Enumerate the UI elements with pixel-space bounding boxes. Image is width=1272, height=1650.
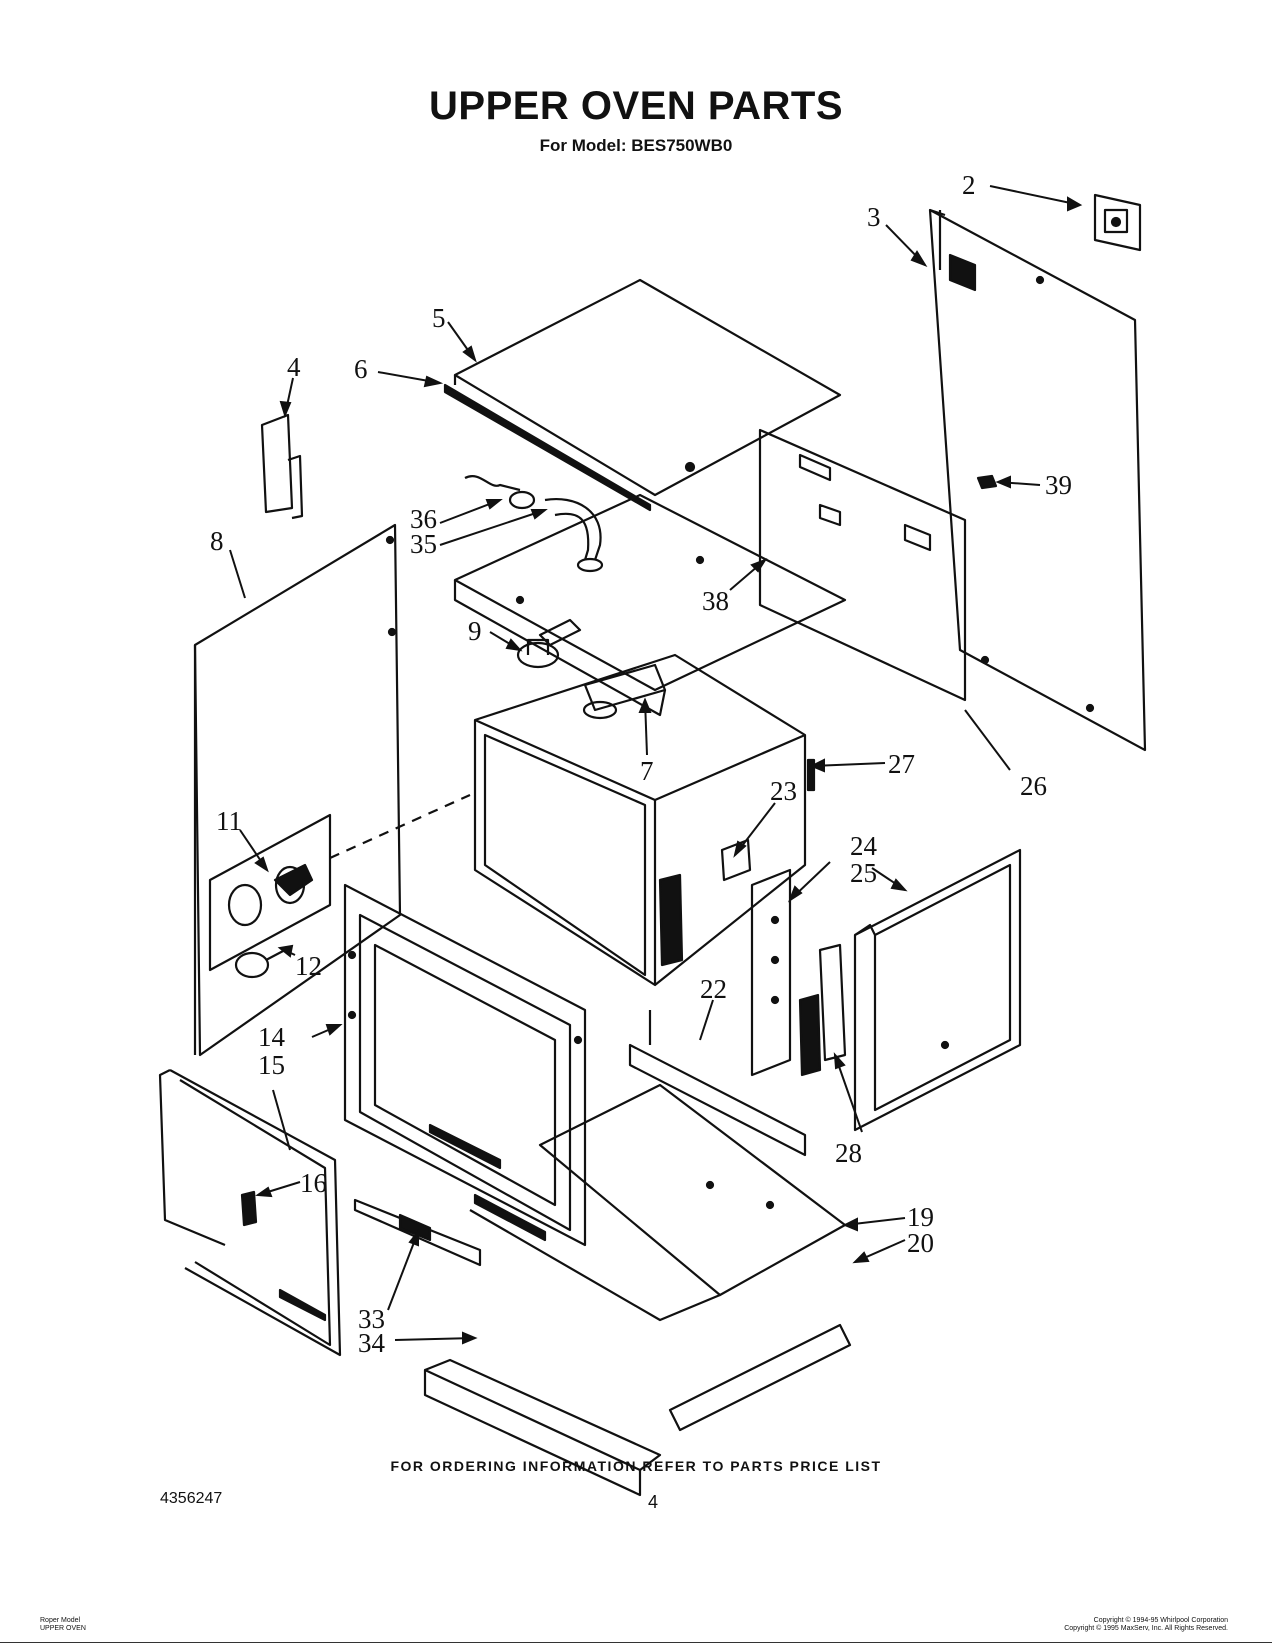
part-3-rear-panel	[928, 208, 1147, 752]
bottom-rule	[0, 1642, 1272, 1643]
callout-4: 4	[287, 352, 301, 382]
callout-15: 15	[258, 1050, 285, 1080]
part-24-hinge-bracket	[750, 868, 792, 1077]
part-15-gasket	[158, 1069, 342, 1357]
callout-34: 34	[358, 1328, 386, 1358]
footer-right-line2: Copyright © 1995 MaxServ, Inc. All Right…	[1064, 1625, 1228, 1632]
callout-25: 25	[850, 858, 877, 888]
callout-5: 5	[432, 303, 446, 333]
callout-23: 23	[770, 776, 797, 806]
footer-left-line2: UPPER OVEN	[40, 1625, 86, 1632]
callout-numbers: 2 3 4 5 6 7 8 9 11 12 14 15 16 19 20 22 …	[210, 170, 1072, 1358]
callout-26: 26	[1020, 771, 1047, 801]
part-8-side-panel	[193, 523, 402, 1057]
callout-7: 7	[640, 756, 654, 786]
callout-20: 20	[907, 1228, 934, 1258]
callout-27: 27	[888, 749, 915, 779]
ordering-note: FOR ORDERING INFORMATION REFER TO PARTS …	[390, 1458, 882, 1474]
callout-6: 6	[354, 354, 368, 384]
part-39-clip	[976, 474, 998, 490]
part-33-rail	[353, 1198, 482, 1267]
callout-24: 24	[850, 831, 878, 861]
callout-28: 28	[835, 1138, 862, 1168]
part-2-bracket	[1093, 193, 1142, 252]
callout-leaders	[229, 185, 1083, 1345]
part-20-rail	[668, 1323, 852, 1432]
part-28-hinge	[798, 943, 847, 1077]
part-16-clip	[240, 1190, 258, 1227]
callout-35: 35	[410, 529, 437, 559]
callout-19: 19	[907, 1202, 934, 1232]
part-19-bottom-panel	[469, 1083, 847, 1322]
callout-14: 14	[258, 1022, 286, 1052]
callout-39: 39	[1045, 470, 1072, 500]
callout-2: 2	[962, 170, 976, 200]
footer-model-info: Roper Model UPPER OVEN	[40, 1617, 86, 1633]
part-inner-side-panel	[758, 428, 967, 702]
part-25-side-panel	[853, 848, 1022, 1132]
callout-36: 36	[410, 504, 437, 534]
callout-16: 16	[300, 1168, 327, 1198]
part-12-light-bulb	[234, 949, 286, 979]
part-4-bracket	[260, 413, 304, 520]
part-5-top-panel	[443, 278, 842, 512]
callout-3: 3	[867, 202, 881, 232]
part-11-light-socket	[208, 813, 332, 972]
footer-left-line1: Roper Model	[40, 1617, 81, 1624]
part-14-door-frame	[343, 883, 587, 1247]
part-34-rail	[423, 1358, 662, 1497]
part-9-sensor	[516, 638, 560, 669]
callout-22: 22	[700, 974, 727, 1004]
part-22-rail	[628, 1010, 807, 1157]
part-7-rail	[583, 663, 667, 712]
page-number: 4	[648, 1492, 659, 1512]
callout-12: 12	[295, 951, 322, 981]
footer-copyright: Copyright © 1994-95 Whirlpool Corporatio…	[1064, 1617, 1228, 1633]
page-title: UPPER OVEN PARTS	[429, 84, 843, 128]
part-36-wire	[464, 475, 536, 510]
callout-38: 38	[702, 586, 729, 616]
leader-dashed	[329, 793, 471, 860]
callout-33: 33	[358, 1304, 385, 1334]
callout-9: 9	[468, 616, 482, 646]
callout-11: 11	[216, 806, 242, 836]
callout-8: 8	[210, 526, 224, 556]
footer-right-line1: Copyright © 1994-95 Whirlpool Corporatio…	[1093, 1617, 1228, 1624]
model-subtitle: For Model: BES750WB0	[539, 136, 733, 155]
part-38-inner-top-panel	[453, 493, 847, 717]
document-number: 4356247	[160, 1490, 223, 1507]
